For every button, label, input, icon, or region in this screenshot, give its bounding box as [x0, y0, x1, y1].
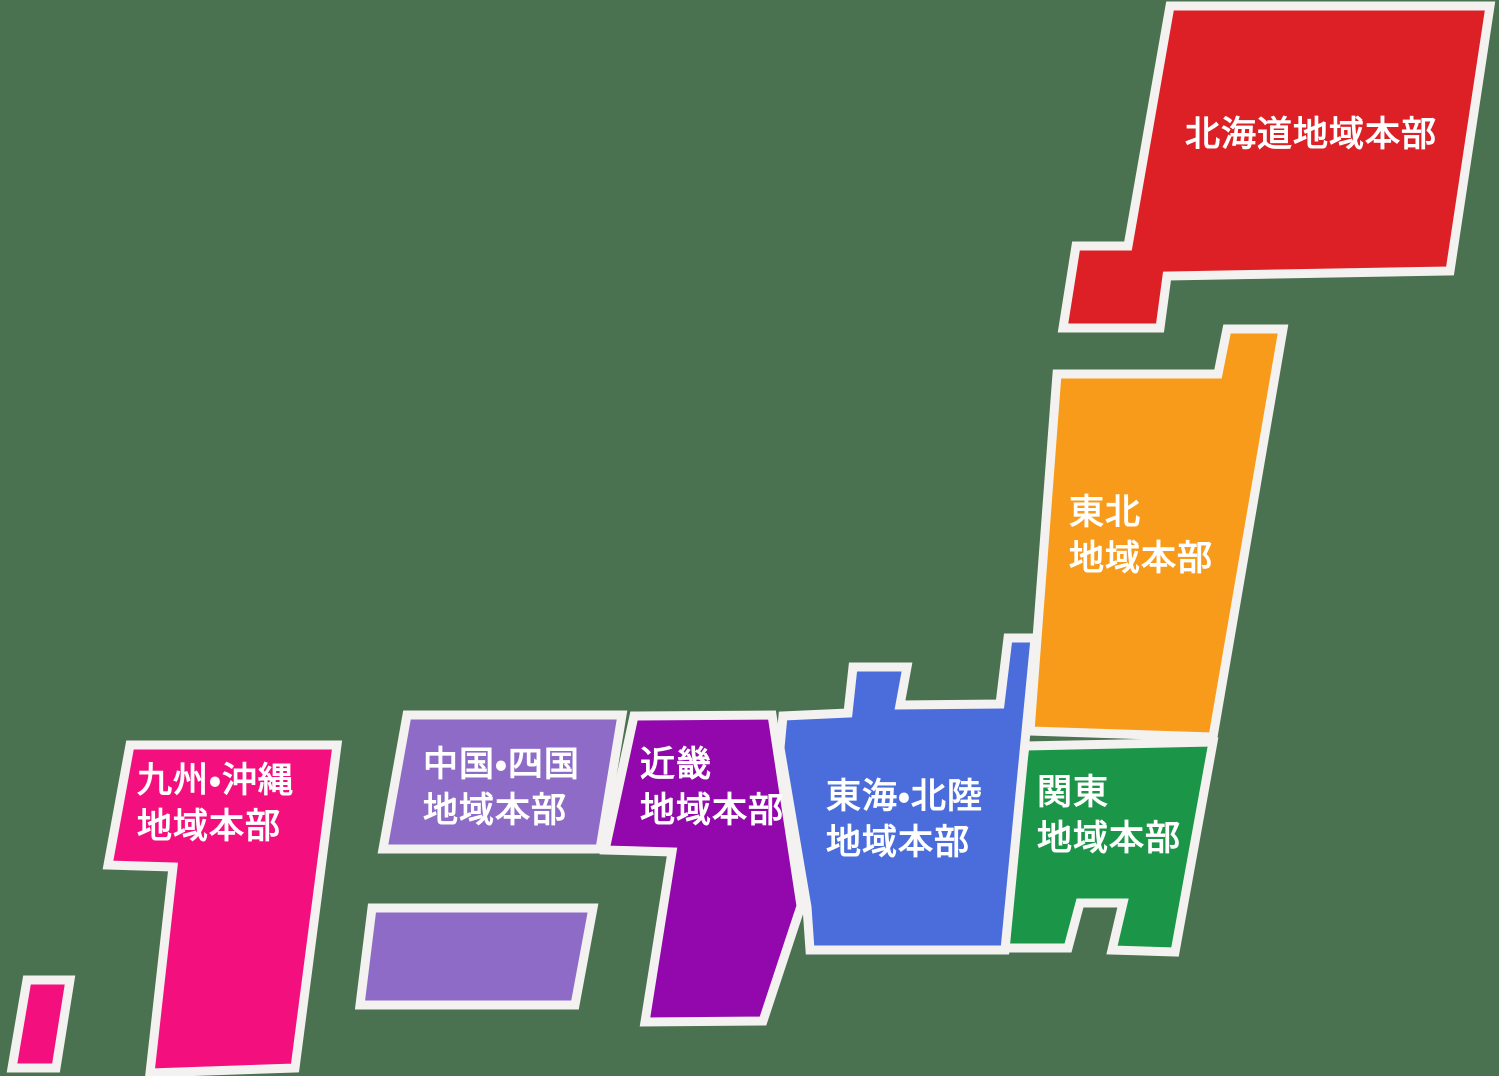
region-kinki[interactable] [599, 710, 806, 1027]
region-chugoku-shikoku[interactable] [354, 710, 628, 1010]
tokai-hokuriku-shape[interactable] [775, 633, 1040, 955]
region-hokkaido[interactable] [1057, 1, 1496, 333]
kyushu-shape[interactable] [102, 740, 343, 1076]
chugoku-shape[interactable] [377, 710, 628, 854]
tohoku-shape[interactable] [1025, 324, 1289, 742]
region-tokai-hokuriku[interactable] [775, 633, 1040, 955]
region-kyushu-okinawa[interactable] [6, 740, 343, 1076]
kinki-shape[interactable] [599, 710, 806, 1027]
shikoku-shape[interactable] [354, 903, 599, 1010]
okinawa-shape[interactable] [6, 975, 76, 1073]
region-kanto[interactable] [991, 737, 1219, 957]
region-tohoku[interactable] [1025, 324, 1289, 742]
kanto-shape[interactable] [991, 737, 1219, 957]
hokkaido-shape[interactable] [1057, 1, 1496, 333]
